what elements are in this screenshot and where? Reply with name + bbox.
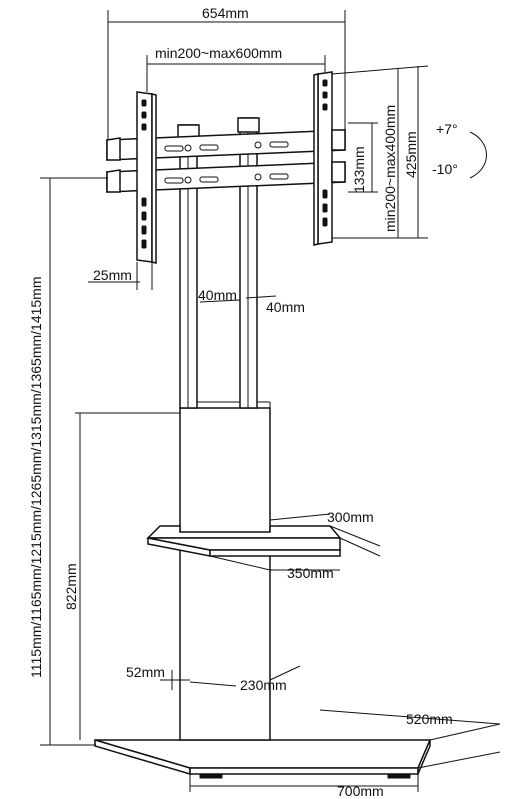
dim-pole-left: 40mm xyxy=(198,287,237,303)
dim-base-width: 700mm xyxy=(337,783,384,799)
dim-bracket-depth: 25mm xyxy=(93,267,132,283)
dim-bracket-height: 133mm xyxy=(351,146,367,193)
dim-shelf-depth: 300mm xyxy=(327,509,374,525)
dim-tilt-down: -10° xyxy=(432,161,458,177)
dim-vesa-width: min200~max600mm xyxy=(155,45,282,61)
dim-column-depth: 52mm xyxy=(126,664,165,680)
upper-poles xyxy=(177,117,260,409)
dim-column-width: 230mm xyxy=(240,677,287,693)
base-plate xyxy=(94,738,432,779)
dim-top-width: 654mm xyxy=(202,5,249,21)
dim-height-range: 1115mm/1165mm/1215mm/1265mm/1315mm/1365m… xyxy=(28,276,44,678)
dim-shelf-width: 350mm xyxy=(287,565,334,581)
dim-pole-right: 40mm xyxy=(266,299,305,315)
mounting-bracket xyxy=(106,71,346,264)
dim-tilt-up: +7° xyxy=(436,121,458,137)
dim-total-bracket-height: 425mm xyxy=(403,131,419,178)
dimension-lines xyxy=(40,10,501,792)
glass-shelf xyxy=(146,525,342,557)
dim-base-depth: 520mm xyxy=(406,711,453,727)
dim-column-height: 822mm xyxy=(63,563,79,610)
dim-vesa-height: min200~max400mm xyxy=(382,105,398,232)
